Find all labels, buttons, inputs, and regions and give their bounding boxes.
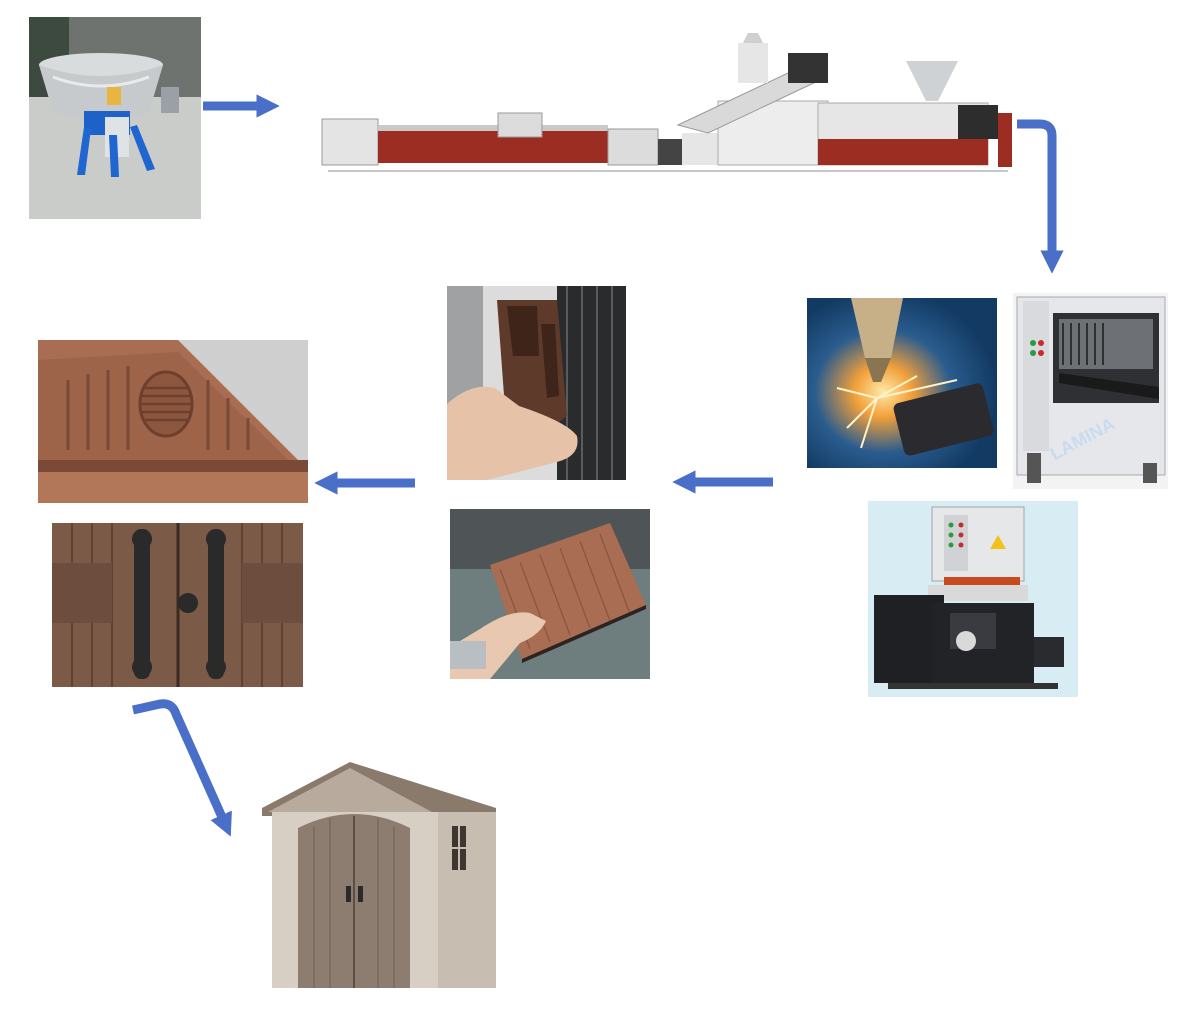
extrusion-line-photo — [318, 33, 1013, 180]
shed-gable-photo — [38, 340, 308, 503]
mixer-machine-photo — [29, 17, 201, 219]
arrow-extrusion-to-embossing — [1017, 119, 1064, 274]
garden-shed-photo — [258, 756, 502, 992]
shed-door-handles-photo — [52, 523, 303, 687]
sanding-machine-photo — [868, 501, 1078, 697]
hollow-profile-photo — [447, 286, 626, 480]
laminating-machine-photo: LAMINA — [1013, 293, 1168, 489]
arrow-handles-to-shed — [132, 699, 232, 837]
embossing-laser-photo — [807, 298, 997, 468]
wood-grain-panel-photo — [450, 509, 650, 679]
